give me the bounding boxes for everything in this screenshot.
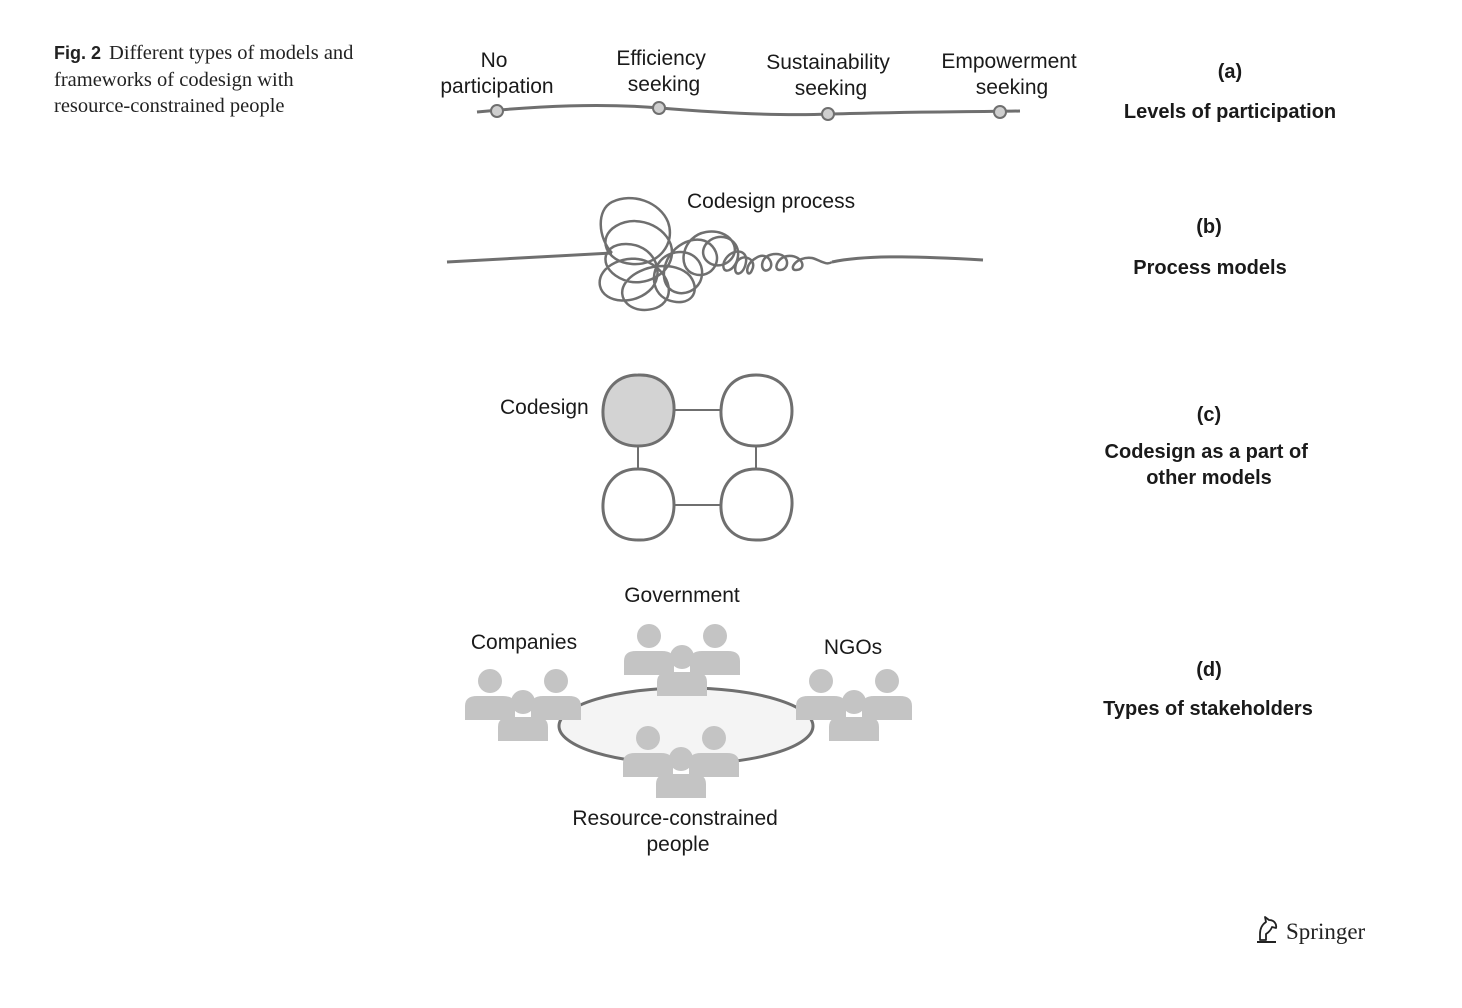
level-label-empowerment: Empowerment seeking <box>941 50 1082 99</box>
panel-c-model-network: Codesign (c) Codesign as a part of other… <box>500 373 1314 542</box>
panel-a-tag: (a) <box>1218 61 1242 83</box>
ngos-label: NGOs <box>824 636 882 659</box>
stakeholder-groups <box>465 624 912 798</box>
government-person-icon-left <box>624 624 674 675</box>
government-person-icon-center <box>657 645 707 696</box>
government-label: Government <box>624 584 740 607</box>
panel-d-title: Types of stakeholders <box>1103 698 1313 720</box>
panel-d-tag: (d) <box>1196 659 1222 681</box>
level-marker-no-participation <box>490 104 504 118</box>
caption-text: Different types of models and frameworks… <box>54 42 354 117</box>
model-node-bottom-left <box>601 467 676 542</box>
model-node-top-right <box>719 373 794 448</box>
model-node-bottom-right <box>719 467 794 542</box>
companies-person-icon-left <box>465 669 515 720</box>
companies-label: Companies <box>471 631 577 654</box>
companies-person-icon-right <box>531 669 581 720</box>
people-label: Resource-constrained people <box>572 807 783 856</box>
level-marker-sustainability <box>821 107 835 121</box>
ngos-person-icon-right <box>862 669 912 720</box>
panel-d-stakeholders: Government Companies NGOs Resource-const… <box>465 584 1313 856</box>
ngos-person-icon-center <box>829 690 879 741</box>
process-line-end <box>831 255 984 264</box>
panel-b-process-model: Codesign process (b) Process models <box>446 190 1287 312</box>
participation-scale-line <box>476 103 1021 117</box>
publisher-mark: Springer <box>1254 914 1365 950</box>
panel-b-tag: (b) <box>1196 216 1222 238</box>
companies-person-icon-center <box>498 690 548 741</box>
springer-horse-icon <box>1254 914 1280 950</box>
codesign-node-label: Codesign <box>500 396 589 419</box>
government-person-icon-right <box>690 624 740 675</box>
level-label-efficiency: Efficiency seeking <box>616 47 711 96</box>
people-person-icon-center <box>656 747 706 798</box>
panel-c-tag: (c) <box>1197 404 1221 426</box>
codesign-node <box>601 373 676 448</box>
process-tangle-scribble <box>598 196 833 312</box>
level-marker-empowerment <box>993 105 1007 119</box>
panel-a-participation-scale: No participation Efficiency seeking Sust… <box>440 47 1336 123</box>
people-person-icon-right <box>689 726 739 777</box>
codesign-process-label: Codesign process <box>687 190 855 213</box>
process-line-start <box>446 251 613 264</box>
level-marker-efficiency <box>652 101 666 115</box>
figure-label: Fig. 2 <box>54 43 102 63</box>
level-label-no-participation: No participation <box>440 49 553 98</box>
panel-c-title: Codesign as a part of other models <box>1105 441 1314 489</box>
people-person-icon-left <box>623 726 673 777</box>
publisher-name: Springer <box>1286 919 1366 944</box>
ngos-person-icon-left <box>796 669 846 720</box>
panel-a-title: Levels of participation <box>1124 101 1336 123</box>
panel-b-title: Process models <box>1133 257 1286 279</box>
level-label-sustainability: Sustainability seeking <box>766 51 896 100</box>
